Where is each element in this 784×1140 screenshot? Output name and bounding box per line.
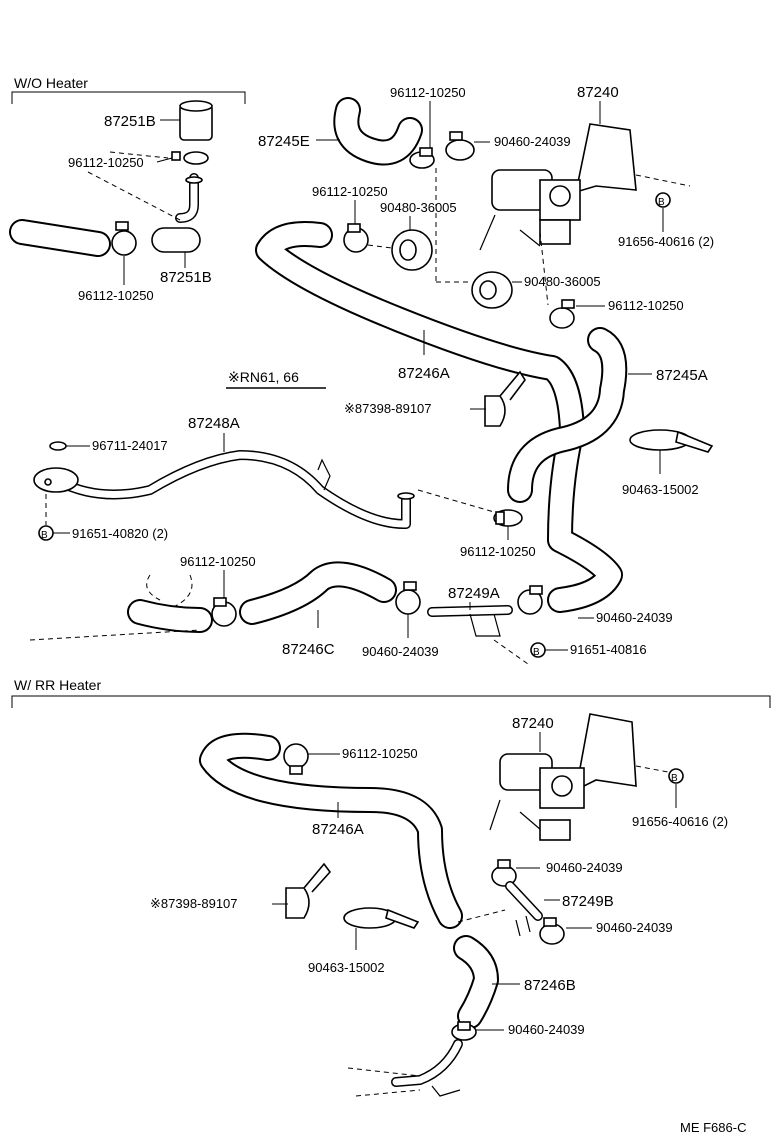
- label-87240-top: 87240: [577, 84, 619, 101]
- label-87251b-top: 87251B: [104, 113, 156, 130]
- label-87398-bottom: ※87398-89107: [150, 896, 238, 911]
- clamp-96112-left-bottom: [111, 221, 137, 256]
- wo-heater-section: W/O Heater 87251B 96112-10250 96112-1025…: [9, 75, 246, 303]
- svg-text:B: B: [658, 197, 665, 208]
- flange-87248a: [33, 467, 79, 493]
- hose-plug-87251b: [151, 227, 201, 253]
- label-87246b: 87246B: [524, 977, 576, 994]
- label-87249b: 87249B: [562, 893, 614, 910]
- clamp-90460-rr2: [539, 917, 565, 945]
- label-87245a: 87245A: [656, 367, 708, 384]
- clamp-90460-low: [395, 581, 421, 615]
- rr-heater-section: W/ RR Heater 87240 B 91656-40616 (2) 961…: [11, 677, 771, 1097]
- rn-models-section: ※RN61, 66 87248A 96711-24017 B 91651-408…: [29, 369, 673, 665]
- label-87246a-top: 87246A: [398, 365, 450, 382]
- label-87246c: 87246C: [282, 641, 335, 658]
- label-96112-low: 96112-10250: [460, 544, 536, 559]
- label-96112-bl: 96112-10250: [180, 554, 256, 569]
- clamp-96112-right: [549, 299, 575, 329]
- bracket-87398-top: [484, 370, 526, 427]
- label-96112-b: 96112-10250: [78, 288, 154, 303]
- label-90460-rr1: 90460-24039: [546, 860, 623, 875]
- label-87240-bottom: 87240: [512, 715, 554, 732]
- bolt-marker-40820: B: [38, 525, 54, 541]
- label-96112-rr: 96112-10250: [342, 746, 418, 761]
- water-valve-87240-top: [479, 123, 637, 251]
- svg-text:B: B: [41, 530, 48, 541]
- label-90460-top: 90460-24039: [494, 134, 571, 149]
- section-title-w-rr-heater: W/ RR Heater: [14, 677, 101, 693]
- label-90463-bottom: 90463-15002: [308, 960, 385, 975]
- bolt-marker-40816: B: [530, 642, 546, 658]
- clamp-96112-bl: [211, 597, 237, 627]
- label-91651-40816: 91651-40816: [570, 642, 647, 657]
- label-91651-40820: 91651-40820 (2): [72, 526, 168, 541]
- label-96711: 96711-24017: [92, 438, 168, 453]
- label-96112-right: 96112-10250: [608, 298, 684, 313]
- label-87248a: 87248A: [188, 415, 240, 432]
- band-clamp-90463-bottom: [343, 907, 420, 929]
- clamp-96112-low: [493, 509, 523, 527]
- label-90463-top: 90463-15002: [622, 482, 699, 497]
- bolt-marker-bottom: B: [668, 768, 684, 784]
- grommet-90480-b: [471, 271, 513, 309]
- grommet-90480-a: [391, 229, 433, 271]
- label-90460-low: 90460-24039: [362, 644, 439, 659]
- clamp-96112-mid: [343, 223, 369, 253]
- label-90460-rr2: 90460-24039: [596, 920, 673, 935]
- label-90480-b: 90480-36005: [524, 274, 601, 289]
- hose-end-lower-left: [127, 599, 213, 633]
- main-assembly: 87245E 96112-10250 87240 90460-24039 961…: [255, 84, 714, 613]
- label-87246a-bottom: 87246A: [312, 821, 364, 838]
- clamp-90460-top: [445, 131, 475, 161]
- bracket-87398-bottom: [285, 862, 332, 919]
- clamp-90460-mid: [517, 585, 543, 615]
- clamp-96112-left-top: [171, 151, 209, 165]
- clamp-96112-rr: [283, 743, 309, 775]
- label-96112-top: 96112-10250: [390, 85, 466, 100]
- svg-text:B: B: [533, 647, 540, 658]
- label-90460-rr3: 90460-24039: [508, 1022, 585, 1037]
- label-91656-top: 91656-40616 (2): [618, 234, 714, 249]
- label-87398-top: ※87398-89107: [344, 401, 432, 416]
- label-96112-mid: 96112-10250: [312, 184, 388, 199]
- section-title-rn-models: ※RN61, 66: [228, 369, 299, 385]
- hose-cap-87251b: [179, 100, 213, 141]
- footer-code: ME F686-C: [680, 1120, 746, 1135]
- water-valve-87240-bottom: [489, 713, 637, 841]
- bolt-marker-top: B: [655, 192, 671, 208]
- label-96112-a: 96112-10250: [68, 155, 144, 170]
- o-ring-96711: [49, 441, 67, 451]
- section-title-wo-heater: W/O Heater: [14, 75, 88, 91]
- label-87249a: 87249A: [448, 585, 500, 602]
- label-90460-mid: 90460-24039: [596, 610, 673, 625]
- label-91656-bottom: 91656-40616 (2): [632, 814, 728, 829]
- band-clamp-90463-top: [629, 429, 714, 453]
- label-87245e: 87245E: [258, 133, 310, 150]
- clamp-90460-rr3: [451, 1021, 477, 1041]
- svg-text:B: B: [671, 773, 678, 784]
- clamp-96112-top: [409, 147, 435, 169]
- label-90480-a: 90480-36005: [380, 200, 457, 215]
- label-87251b-bottom: 87251B: [160, 269, 212, 286]
